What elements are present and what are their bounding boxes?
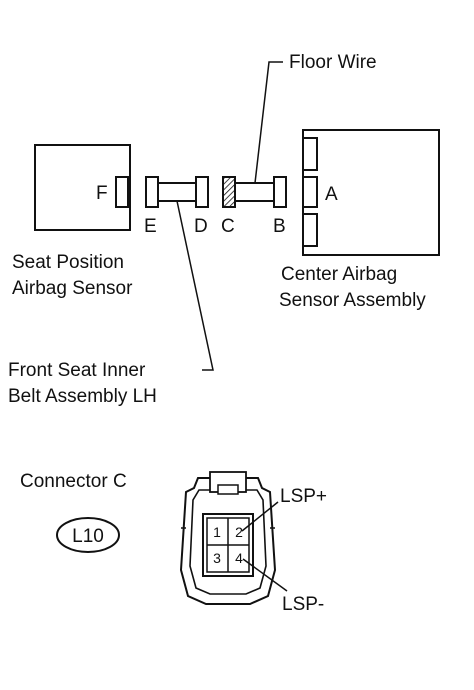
connector-f-label: F [96,183,108,204]
connector-e [145,176,159,208]
floor-wire-tube [234,182,275,202]
connector-code-label: L10 [72,526,104,547]
connector-c [222,176,236,208]
lsp-plus-leader [241,501,279,532]
connector-e-label: E [144,216,157,237]
lsp-minus-label: LSP- [282,594,324,615]
connector-d-label: D [194,216,208,237]
lsp-minus-leader [242,558,288,592]
belt-assembly-leader [176,200,214,371]
connector-a-label: A [325,184,338,205]
assembly-tab-top [302,137,318,171]
lsp-plus-label: LSP+ [280,486,327,507]
connector-d [195,176,209,208]
seat-position-sensor-box [34,144,131,231]
center-airbag-assembly-box [302,129,440,256]
center-assembly-label-2: Sensor Assembly [279,290,426,311]
pin-3: 3 [213,550,221,566]
pin-4: 4 [235,550,243,566]
pin-1: 1 [213,524,221,540]
connector-c-label: C [221,216,235,237]
belt-assembly-label-1: Front Seat Inner [8,360,146,381]
connector-b [273,176,287,208]
assembly-tab-bottom [302,213,318,247]
connector-a [302,176,318,208]
connector-title: Connector C [20,471,127,492]
seat-sensor-label-2: Airbag Sensor [12,278,133,299]
floor-wire-label: Floor Wire [289,52,377,73]
pin-2: 2 [235,524,243,540]
center-assembly-label-1: Center Airbag [281,264,397,285]
connector-f [115,176,129,208]
seat-sensor-label-1: Seat Position [12,252,124,273]
belt-harness-tube [157,182,197,202]
connector-b-label: B [273,216,286,237]
floor-wire-leader [254,61,283,184]
connector-c-face [179,471,277,605]
connector-code-oval [56,517,120,553]
belt-assembly-label-2: Belt Assembly LH [8,386,157,407]
